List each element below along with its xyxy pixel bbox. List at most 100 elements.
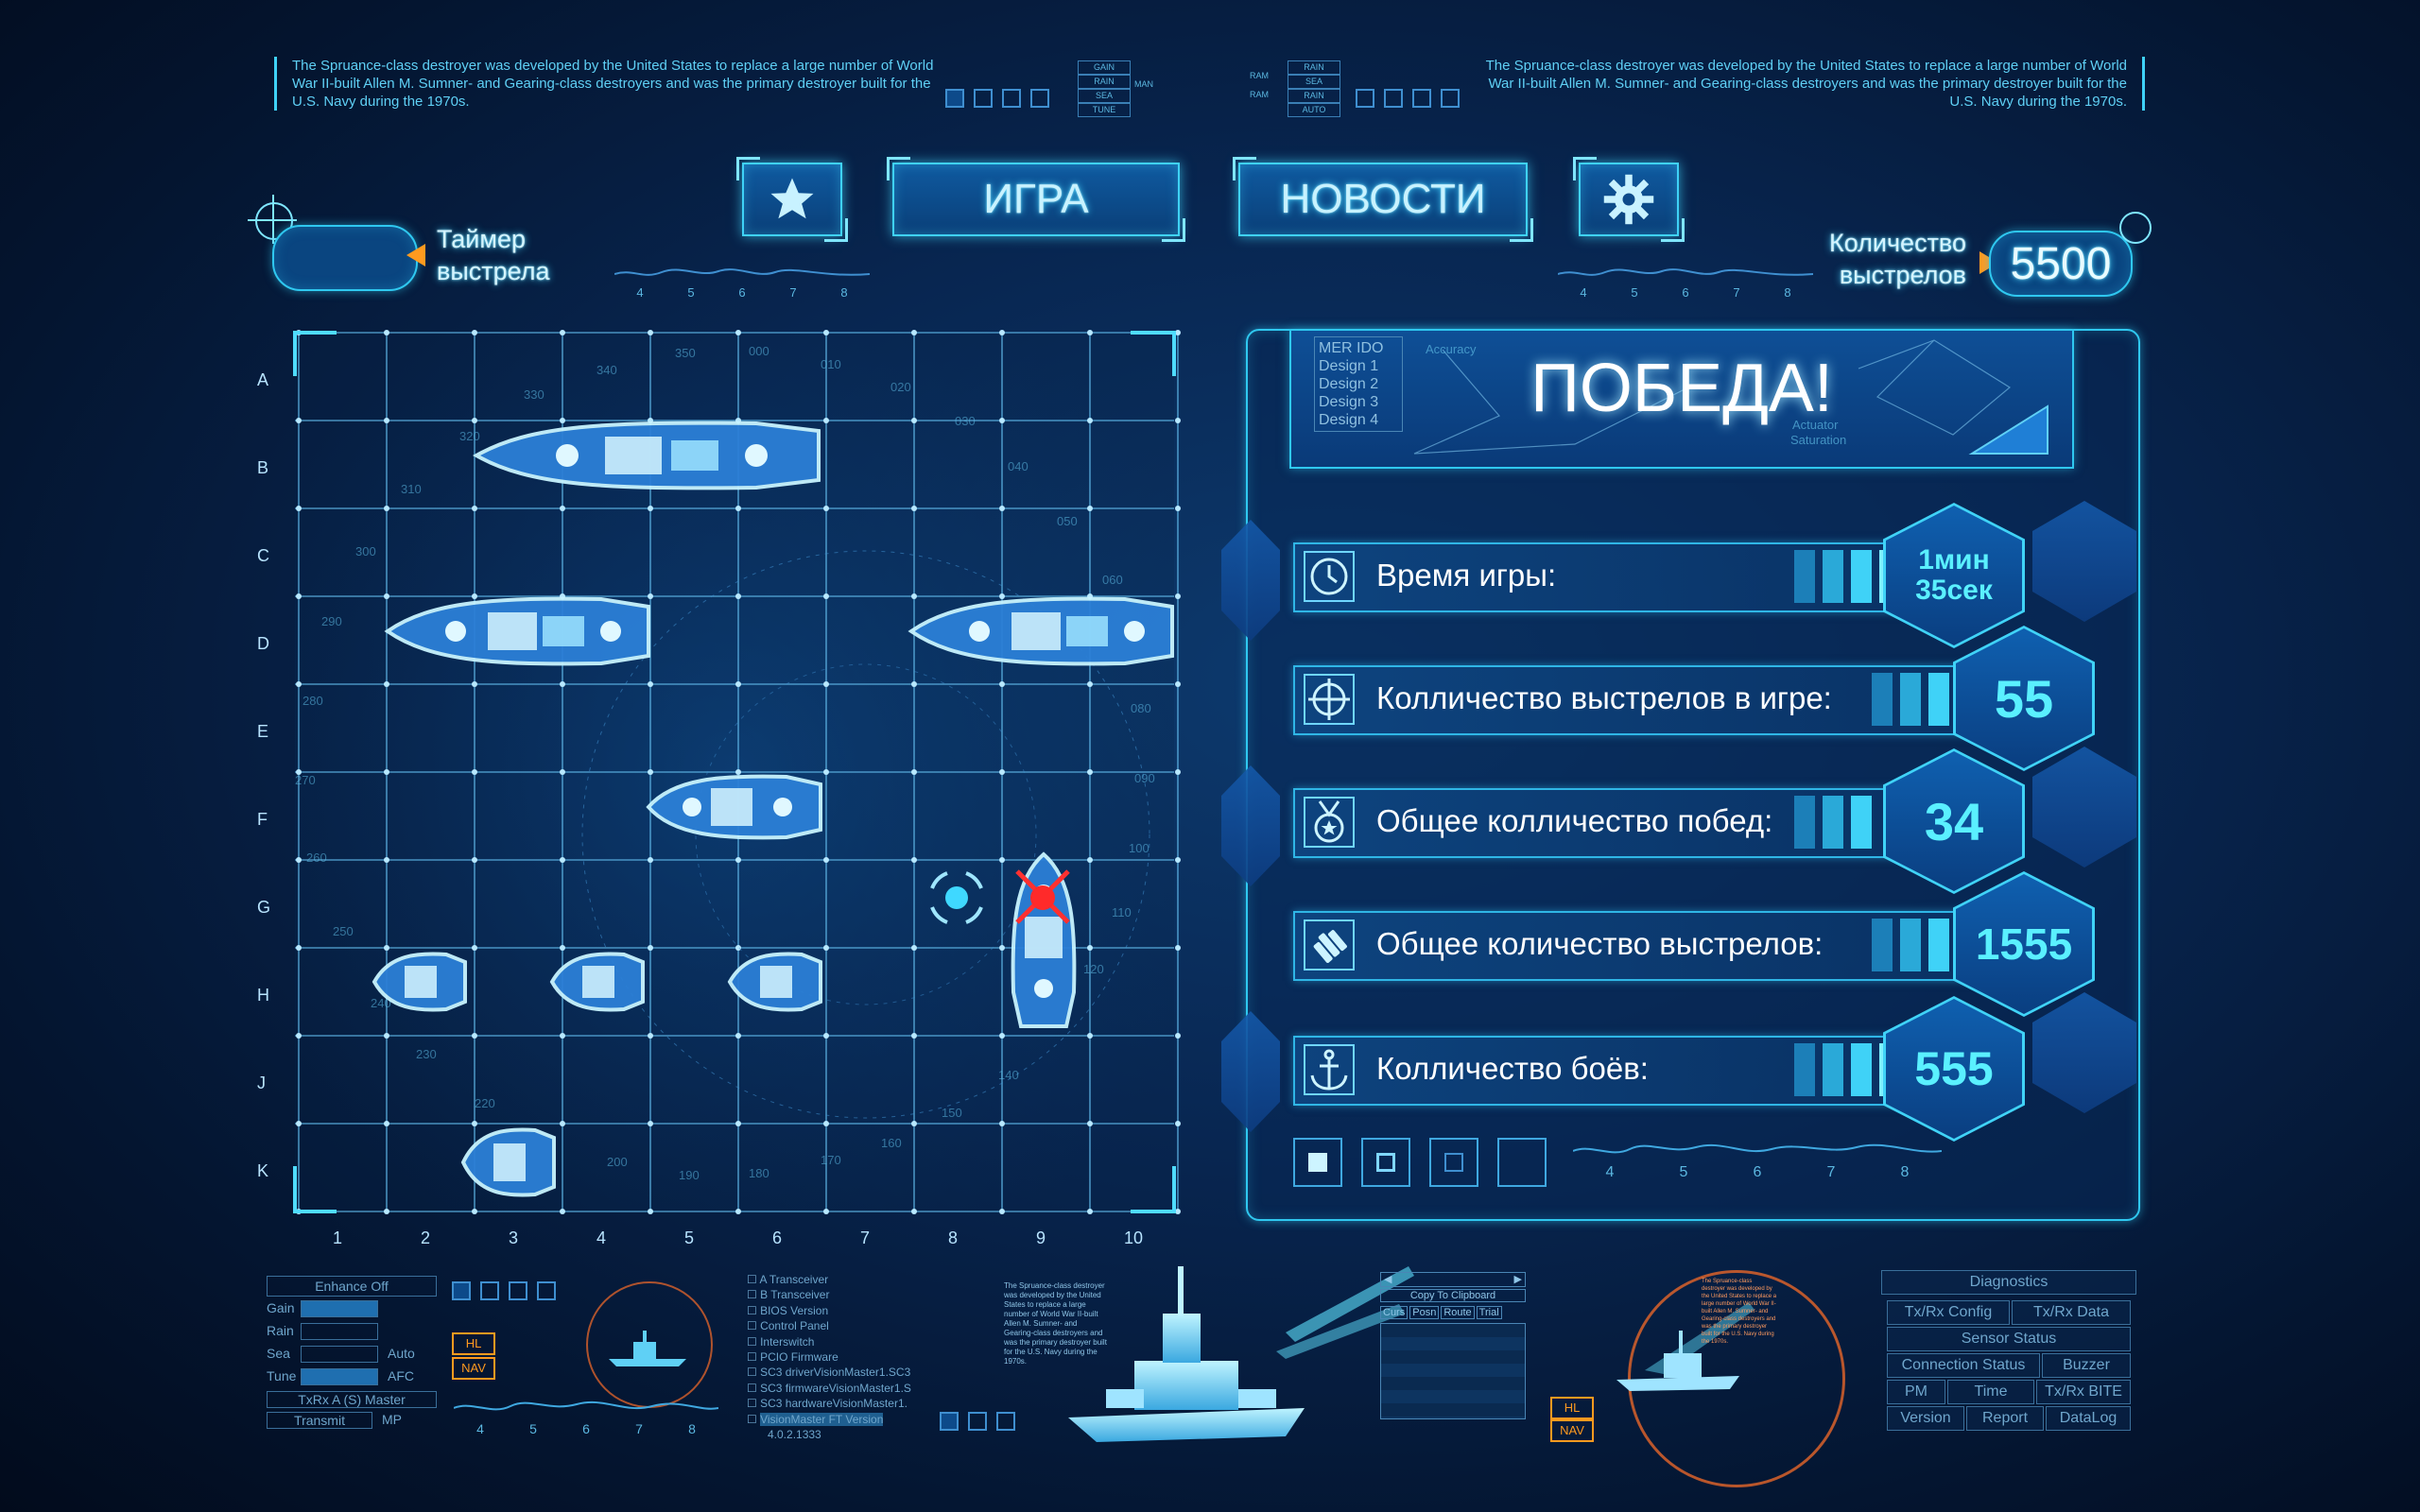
nav-badge: NAV — [452, 1357, 495, 1380]
grid-node — [1175, 857, 1181, 863]
timer-display — [272, 225, 418, 291]
grid-node — [999, 945, 1005, 951]
buzzer-button[interactable]: Buzzer — [2042, 1353, 2131, 1378]
grid-node — [735, 857, 741, 863]
stat-value: 35сек — [1915, 575, 1993, 606]
stat-row-shots-in-game: Колличество выстрелов в игре: — [1293, 665, 2072, 735]
grid-node — [823, 1121, 829, 1126]
grid-node — [823, 681, 829, 687]
stat-row-total-wins: Общее колличество побед: — [1293, 788, 1987, 858]
grid-node — [560, 945, 565, 951]
bearing-label: 280 — [302, 694, 323, 708]
grid-node — [823, 506, 829, 511]
bearing-label: 020 — [890, 380, 911, 394]
sensor-status-button[interactable]: Sensor Status — [1887, 1327, 2131, 1351]
grid-node — [999, 1121, 1005, 1126]
bearing-label: 120 — [1083, 962, 1104, 976]
row-label: B — [257, 458, 269, 477]
bearing-label: 110 — [1112, 905, 1132, 919]
battleship-illustration — [1068, 1266, 1414, 1442]
grid-node — [1087, 330, 1093, 335]
target-reticle-icon[interactable] — [923, 864, 991, 932]
grid-node — [384, 418, 389, 423]
grid-node — [911, 418, 917, 423]
txrx-config-button[interactable]: Tx/Rx Config — [1887, 1300, 2010, 1325]
hit-icon — [1015, 869, 1070, 924]
hl-badge-2: HL — [1550, 1397, 1594, 1419]
side-hex — [1221, 765, 1280, 886]
grid-node — [384, 506, 389, 511]
diagnostics-header[interactable]: Diagnostics — [1881, 1270, 2136, 1295]
grid-node — [1175, 506, 1181, 511]
mode-square[interactable] — [1497, 1138, 1547, 1187]
game-button[interactable]: ИГРА — [887, 157, 1185, 242]
grid-node — [472, 945, 477, 951]
grid-node — [560, 681, 565, 687]
grid-node — [384, 857, 389, 863]
txrx-bite-button[interactable]: Tx/Rx BITE — [2036, 1380, 2131, 1404]
bearing-label: 270 — [295, 773, 316, 787]
grid-node — [648, 593, 653, 599]
row-label: E — [257, 722, 269, 741]
col-label: 5 — [684, 1228, 695, 1247]
grid-node — [472, 506, 477, 511]
pm-button[interactable]: PM — [1887, 1380, 1945, 1404]
bearing-label: 060 — [1102, 573, 1123, 587]
txrx-data-button[interactable]: Tx/Rx Data — [2012, 1300, 2131, 1325]
grid-node — [911, 945, 917, 951]
bearing-label: 050 — [1057, 514, 1078, 528]
grid-node — [296, 418, 302, 423]
grid-node — [911, 769, 917, 775]
ship-d-7to10 — [908, 596, 1174, 666]
grid-node — [560, 857, 565, 863]
version-button[interactable]: Version — [1887, 1406, 1964, 1431]
mini-panel-left: GAIN RAIN SEA TUNE MAN — [945, 59, 1163, 117]
grid-node — [384, 1209, 389, 1214]
grid-node — [911, 1209, 917, 1214]
row-label: J — [257, 1074, 266, 1092]
grid-node — [1175, 1209, 1181, 1214]
mode-square[interactable] — [1429, 1138, 1478, 1187]
report-button[interactable]: Report — [1966, 1406, 2044, 1431]
grid-node — [823, 418, 829, 423]
grid-node — [1175, 769, 1181, 775]
bearing-label: 220 — [475, 1096, 495, 1110]
time-button[interactable]: Time — [1947, 1380, 2034, 1404]
grid-node — [1087, 681, 1093, 687]
medal-icon — [1304, 797, 1355, 848]
favorites-button[interactable] — [736, 157, 848, 242]
grid-node — [735, 506, 741, 511]
mode-square[interactable] — [1361, 1138, 1410, 1187]
row-label: F — [257, 810, 268, 829]
grid-node — [472, 1121, 477, 1126]
grid-node — [648, 681, 653, 687]
bearing-label: 100 — [1129, 841, 1150, 855]
col-label: 8 — [948, 1228, 959, 1247]
grid-node — [999, 330, 1005, 335]
datalog-button[interactable]: DataLog — [2046, 1406, 2131, 1431]
top-info-right: The Spruance-class destroyer was develop… — [1484, 57, 2145, 111]
bearing-label: 340 — [596, 363, 617, 377]
system-checklist: ☐ A Transceiver ☐ B Transceiver ☐ BIOS V… — [747, 1273, 911, 1442]
grid-node — [296, 506, 302, 511]
grid-node — [1087, 857, 1093, 863]
grid-node — [999, 418, 1005, 423]
radar-ship-icon — [1616, 1302, 1754, 1391]
settings-button[interactable] — [1573, 157, 1685, 242]
row-label: H — [257, 986, 269, 1005]
stat-value-hex: 55 — [1953, 626, 2095, 771]
grid-node — [911, 857, 917, 863]
stat-value-hex: 34 — [1883, 748, 2025, 894]
grid-node — [384, 593, 389, 599]
connection-status-button[interactable]: Connection Status — [1887, 1353, 2040, 1378]
news-button[interactable]: НОВОСТИ — [1233, 157, 1533, 242]
stat-label: Общее количество выстрелов: — [1376, 926, 1824, 961]
grid-node — [1175, 593, 1181, 599]
grid-node — [999, 506, 1005, 511]
col-label: 2 — [421, 1228, 431, 1247]
col-label: 4 — [596, 1228, 607, 1247]
mode-square[interactable] — [1293, 1138, 1342, 1187]
row-label: D — [257, 634, 269, 653]
